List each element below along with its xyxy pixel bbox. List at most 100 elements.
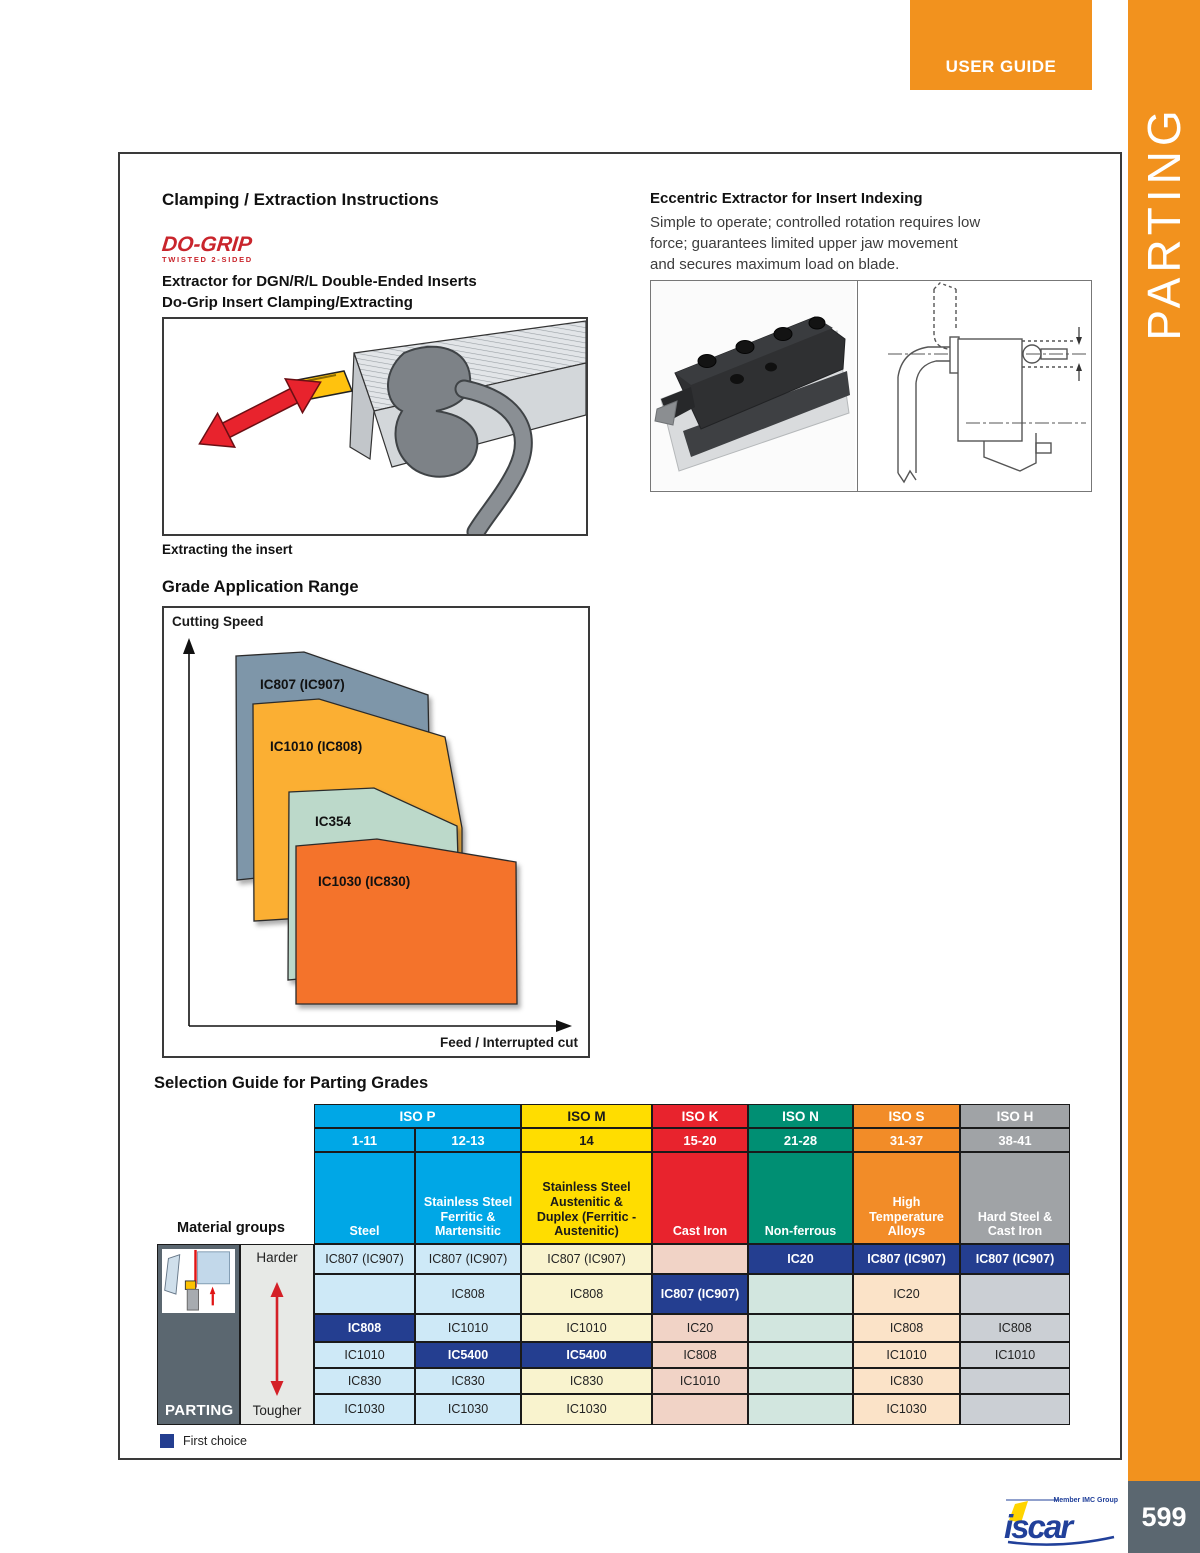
material-header: Stainless Steel Austenitic & Duplex (Fer… — [521, 1152, 652, 1244]
dimension-arrows-icon — [1076, 327, 1082, 381]
toolholder-photo — [651, 281, 855, 490]
grade-cell: IC807 (IC907) — [314, 1244, 415, 1274]
grade-cell: IC5400 — [415, 1342, 521, 1368]
grade-cell: IC830 — [314, 1368, 415, 1394]
iso-group-header: ISO N — [748, 1104, 853, 1128]
grade-area-ic1030 — [295, 838, 518, 1005]
grade-cell: IC808 — [853, 1314, 960, 1342]
page-number-box: 599 — [1128, 1481, 1200, 1553]
material-header: Non-ferrous — [748, 1152, 853, 1244]
dogrip-logo: DO-GRIP TWISTED 2-SIDED — [160, 233, 254, 264]
material-header: High Temperature Alloys — [853, 1152, 960, 1244]
screw-hole-icon — [735, 340, 755, 354]
extraction-caption: Extracting the insert — [162, 542, 293, 557]
grade-cell — [652, 1244, 748, 1274]
grade-cell: IC807 (IC907) — [960, 1244, 1070, 1274]
iso-range-header: 31-37 — [853, 1128, 960, 1152]
grade-cell — [748, 1394, 853, 1425]
eccentric-line-1: Simple to operate; controlled rotation r… — [650, 214, 981, 231]
iso-group-header: ISO S — [853, 1104, 960, 1128]
clamping-title: Clamping / Extraction Instructions — [162, 190, 439, 209]
grade-cell — [748, 1274, 853, 1314]
grade-cell: IC808 — [314, 1314, 415, 1342]
dogrip-subtitle: Do-Grip Insert Clamping/Extracting — [162, 294, 413, 311]
grade-cell: IC1010 — [853, 1342, 960, 1368]
screw-hole-icon — [765, 362, 777, 372]
grade-cell: IC807 (IC907) — [853, 1244, 960, 1274]
iso-group-header: ISO H — [960, 1104, 1070, 1128]
iso-range-header: 14 — [521, 1128, 652, 1152]
toughness-axis-cell: Harder Tougher — [240, 1244, 314, 1425]
y-axis-arrow-icon — [183, 638, 195, 654]
eccentric-line-drawing — [888, 282, 1086, 484]
extraction-arrow-icon — [198, 377, 322, 449]
dogrip-wordmark: DO-GRIP — [160, 233, 254, 256]
material-header: Hard Steel & Cast Iron — [960, 1152, 1070, 1244]
grade-cell: IC808 — [521, 1274, 652, 1314]
screw-hole-icon — [808, 316, 826, 330]
screw-hole-icon — [697, 354, 717, 368]
grade-cell — [314, 1274, 415, 1314]
parting-tool-cell: PARTING — [157, 1244, 240, 1425]
material-header: Cast Iron — [652, 1152, 748, 1244]
parting-corner-label: PARTING — [165, 1402, 234, 1419]
eccentric-description: Simple to operate; controlled rotation r… — [650, 212, 980, 275]
first-choice-label: First choice — [183, 1434, 247, 1448]
first-choice-swatch — [160, 1434, 174, 1448]
extractor-key — [456, 381, 531, 540]
selection-grid: Material groups PARTING Harder — [157, 1104, 1070, 1425]
logo-flame-icon — [1009, 1501, 1028, 1523]
chart-xlabel: Feed / Interrupted cut — [439, 1035, 578, 1050]
toughness-arrow-icon — [270, 1282, 284, 1396]
eccentric-photo — [651, 281, 858, 491]
grade-cell: IC5400 — [521, 1342, 652, 1368]
parting-diagram — [162, 1249, 235, 1313]
blade-tip-face — [349, 352, 375, 461]
grade-cell — [960, 1394, 1070, 1425]
parting-operation-icon — [164, 1249, 230, 1311]
harder-label: Harder — [256, 1250, 298, 1265]
grade-label-ic807: IC807 (IC907) — [260, 677, 345, 692]
grade-cell — [960, 1274, 1070, 1314]
grade-cell: IC1010 — [415, 1314, 521, 1342]
chart-canvas: IC807 (IC907) IC1010 (IC808) IC354 IC103… — [183, 638, 572, 1032]
grade-cell: IC808 — [652, 1342, 748, 1368]
grade-cell: IC1030 — [853, 1394, 960, 1425]
material-groups-label: Material groups — [177, 1220, 285, 1236]
member-imc-label: Member IMC Group — [1053, 1497, 1118, 1504]
grade-cell: IC1010 — [652, 1368, 748, 1394]
grade-label-ic354: IC354 — [315, 814, 352, 829]
user-guide-banner: USER GUIDE — [910, 0, 1092, 90]
grade-cell: IC20 — [652, 1314, 748, 1342]
chart-ylabel: Cutting Speed — [172, 614, 264, 629]
grade-label-ic1030: IC1030 (IC830) — [318, 874, 410, 889]
material-header: Steel — [314, 1152, 415, 1244]
dogrip-tagline: TWISTED 2-SIDED — [162, 255, 253, 264]
iso-range-header: 38-41 — [960, 1128, 1070, 1152]
iso-group-header: ISO P — [314, 1104, 521, 1128]
clamp-arm — [387, 345, 479, 478]
iso-range-header: 21-28 — [748, 1128, 853, 1152]
screw-hole-icon — [730, 374, 744, 384]
grade-cell: IC1010 — [314, 1342, 415, 1368]
page-number: 599 — [1141, 1501, 1187, 1532]
section-tab-strip: PARTING — [1128, 0, 1200, 1481]
grade-range-chart: Cutting Speed Feed / Interrupted cut IC8… — [162, 606, 590, 1058]
selection-guide-title: Selection Guide for Parting Grades — [154, 1074, 429, 1092]
eccentric-line-3: and secures maximum load on blade. — [650, 256, 900, 273]
extraction-drawing — [198, 320, 587, 542]
grade-cell: IC1030 — [415, 1394, 521, 1425]
user-guide-label: USER GUIDE — [945, 57, 1057, 76]
grade-cell: IC808 — [960, 1314, 1070, 1342]
material-header: Stainless Steel Ferritic & Martensitic — [415, 1152, 521, 1244]
holder-dark-strip — [683, 371, 850, 457]
grade-cell: IC1030 — [521, 1394, 652, 1425]
iscar-logo: Member IMC Group iscar — [1004, 1497, 1118, 1546]
grade-cell — [652, 1394, 748, 1425]
grade-range-title: Grade Application Range — [162, 578, 359, 596]
grade-cell: IC830 — [853, 1368, 960, 1394]
first-choice-legend: First choice — [160, 1434, 247, 1448]
section-tab-label: PARTING — [1138, 105, 1190, 341]
iso-range-header: 1-11 — [314, 1128, 415, 1152]
